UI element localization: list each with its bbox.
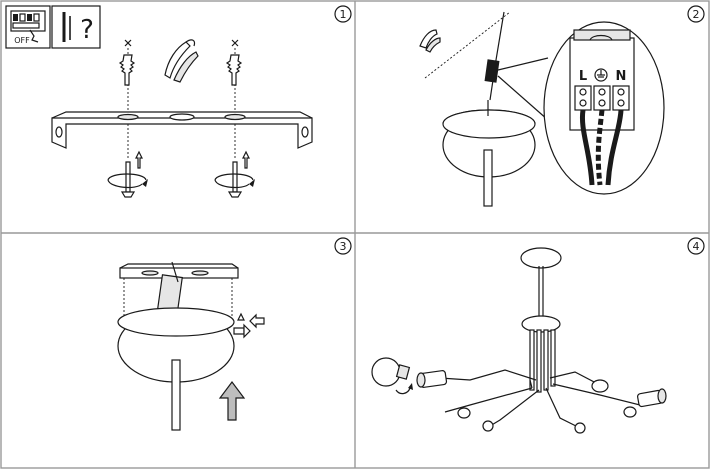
pliers-icon: [164, 39, 199, 83]
step-number-4: 4: [687, 237, 705, 255]
lamp-socket-right-icon: [637, 388, 667, 408]
step-number-3-label: 3: [340, 240, 347, 253]
wall-plug-right-icon: [225, 39, 243, 110]
ceiling-line: [424, 11, 511, 79]
fixture-hub-icon: [521, 315, 561, 393]
lamp-socket-left-icon: [416, 370, 448, 388]
terminal-label-n: N: [616, 69, 627, 84]
side-screw-icon: [233, 312, 265, 339]
screw-right-icon: [214, 150, 255, 198]
wall-plug-left-icon: [118, 39, 136, 110]
canopy-large-icon: [117, 307, 235, 431]
off-label: OFF: [14, 36, 30, 45]
fixture-arms-icon: [439, 369, 641, 429]
mounting-bracket-icon: [51, 111, 313, 160]
step-number-3: 3: [334, 237, 352, 255]
panel-1: 1 OFF ?: [5, 5, 352, 198]
step-number-1-label: 1: [340, 8, 347, 21]
bracket-top-icon: [119, 263, 239, 318]
step-number-2: 2: [687, 5, 705, 23]
power-off-icon: OFF: [5, 5, 51, 49]
step-number-4-label: 4: [693, 240, 700, 253]
tool-question-icon: ?: [51, 5, 101, 49]
push-up-arrow-icon: [218, 381, 246, 421]
panel-4: 4: [371, 237, 705, 434]
lamp-socket-mid-icon: [457, 379, 637, 434]
light-bulb-icon: [371, 357, 413, 395]
panel-2: 2 L: [419, 5, 705, 207]
fixture-canopy-icon: [520, 247, 562, 316]
terminal-label-l: L: [579, 69, 587, 84]
terminal-block-zoom: L N: [543, 21, 665, 195]
tool-question-mark: ?: [80, 15, 94, 45]
ground-icon: [594, 68, 608, 82]
step-number-1: 1: [334, 5, 352, 23]
panel-3: 3: [117, 237, 352, 431]
canopy-icon: [442, 100, 536, 207]
screw-left-icon: [107, 150, 148, 198]
step-number-2-label: 2: [693, 8, 700, 21]
small-pliers-icon: [419, 29, 441, 53]
wire-connector-icon: [484, 11, 549, 121]
